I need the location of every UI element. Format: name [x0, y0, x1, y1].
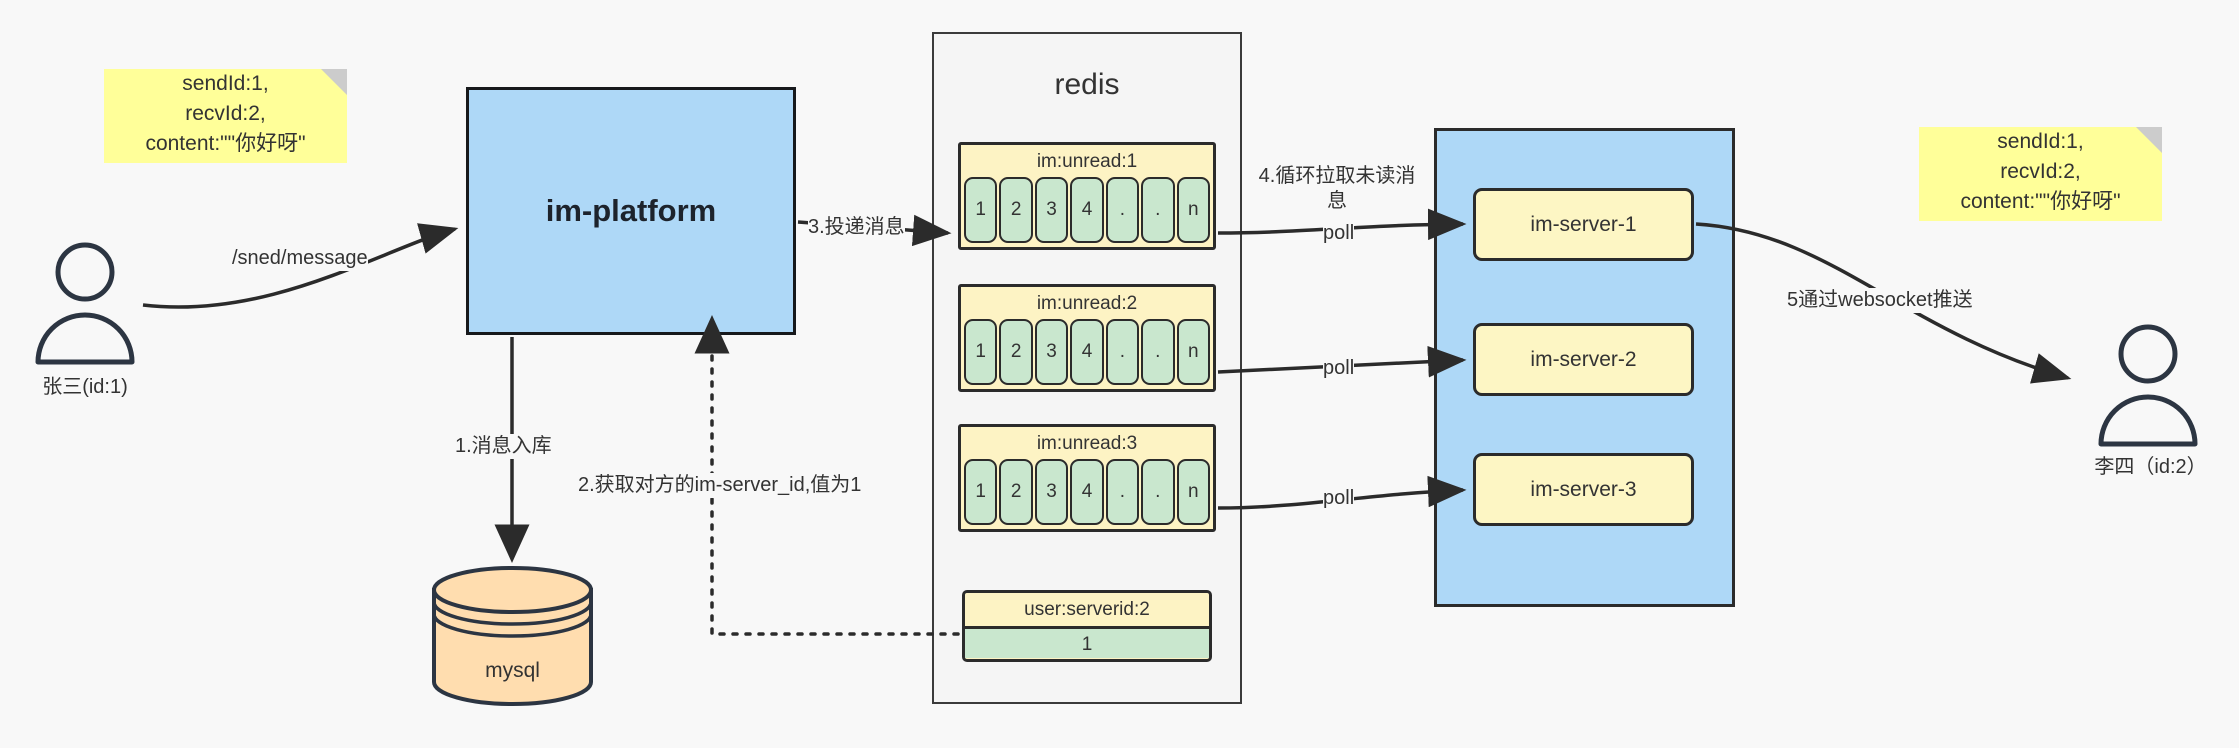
im-server-2-node[interactable]: im-server-2: [1473, 323, 1694, 396]
note-fold-corner-icon: [2136, 127, 2162, 153]
redis-cell: .: [1105, 319, 1140, 385]
edge-label-send-message: /sned/message: [232, 246, 368, 271]
redis-cell: 4: [1070, 459, 1104, 525]
im-platform-label: im-platform: [545, 193, 717, 228]
edge-label-step5: 5通过websocket推送: [1787, 288, 1973, 313]
redis-cell: .: [1105, 177, 1140, 243]
actor-receiver: [2088, 322, 2208, 447]
edge-label-poll-2: poll: [1323, 356, 1355, 381]
actor-receiver-label: 李四（id:2）: [2094, 456, 2207, 478]
redis-title: redis: [1054, 68, 1120, 101]
edge-label-poll-3: poll: [1323, 486, 1355, 511]
redis-cell: 2: [999, 177, 1033, 243]
note-left-text: sendId:1, recvId:2, content:""你好呀": [145, 72, 306, 155]
redis-cell: 3: [1034, 459, 1069, 525]
mysql-database[interactable]: mysql: [430, 564, 595, 708]
note-fold-corner-icon: [321, 69, 347, 95]
redis-cell: 3: [1034, 319, 1069, 385]
redis-key-im-unread-1[interactable]: im:unread:1 1 2 3 4 . . n: [958, 142, 1216, 250]
redis-key-cells: 1 2 3 4 . . n: [961, 459, 1213, 528]
mysql-label: mysql: [485, 659, 540, 682]
redis-key-user-serverid[interactable]: user:serverid:2 1: [962, 590, 1212, 662]
im-server-3-label: im-server-3: [1530, 477, 1637, 501]
redis-kv-value: 1: [965, 626, 1209, 658]
redis-cell: 1: [964, 319, 998, 385]
redis-key-im-unread-2[interactable]: im:unread:2 1 2 3 4 . . n: [958, 284, 1216, 392]
redis-cell: 2: [999, 459, 1033, 525]
actor-sender: [25, 240, 145, 365]
database-cylinder-icon: [432, 566, 593, 706]
redis-cell: .: [1141, 177, 1175, 243]
redis-cell: n: [1176, 459, 1210, 525]
redis-cell: n: [1176, 177, 1210, 243]
im-server-1-node[interactable]: im-server-1: [1473, 188, 1694, 261]
edge-label-step1: 1.消息入库: [455, 434, 552, 459]
redis-key-cells: 1 2 3 4 . . n: [961, 177, 1213, 246]
note-right-text: sendId:1, recvId:2, content:""你好呀": [1960, 130, 2121, 213]
note-right-message-payload: sendId:1, recvId:2, content:""你好呀": [1919, 127, 2162, 221]
edge-label-step4: 4.循环拉取未读消 息: [1254, 164, 1420, 214]
redis-cell: .: [1105, 459, 1140, 525]
im-server-2-label: im-server-2: [1530, 347, 1637, 371]
person-icon: [2098, 324, 2198, 447]
redis-cell: .: [1141, 459, 1175, 525]
redis-cell: n: [1176, 319, 1210, 385]
redis-cell: 1: [964, 177, 998, 243]
redis-cell: .: [1141, 319, 1175, 385]
redis-key-title: im:unread:2: [1036, 293, 1138, 314]
redis-kv-title: user:serverid:2: [1024, 599, 1150, 620]
edge-label-poll-1: poll: [1323, 221, 1355, 246]
redis-key-im-unread-3[interactable]: im:unread:3 1 2 3 4 . . n: [958, 424, 1216, 532]
im-server-1-label: im-server-1: [1530, 212, 1637, 236]
redis-cell: 4: [1070, 319, 1104, 385]
im-server-3-node[interactable]: im-server-3: [1473, 453, 1694, 526]
edge-label-step3: 3.投递消息: [808, 215, 905, 240]
edge-label-step2: 2.获取对方的im-server_id,值为1: [578, 473, 862, 498]
redis-cell: 1: [964, 459, 998, 525]
redis-key-cells: 1 2 3 4 . . n: [961, 319, 1213, 388]
im-platform-box[interactable]: im-platform: [466, 87, 796, 335]
redis-key-title: im:unread:1: [1036, 151, 1138, 172]
note-left-message-payload: sendId:1, recvId:2, content:""你好呀": [104, 69, 347, 163]
person-icon: [35, 242, 135, 365]
redis-cell: 3: [1034, 177, 1069, 243]
redis-cell: 2: [999, 319, 1033, 385]
redis-key-title: im:unread:3: [1036, 433, 1138, 454]
redis-cell: 4: [1070, 177, 1104, 243]
actor-sender-label: 张三(id:1): [42, 376, 128, 398]
